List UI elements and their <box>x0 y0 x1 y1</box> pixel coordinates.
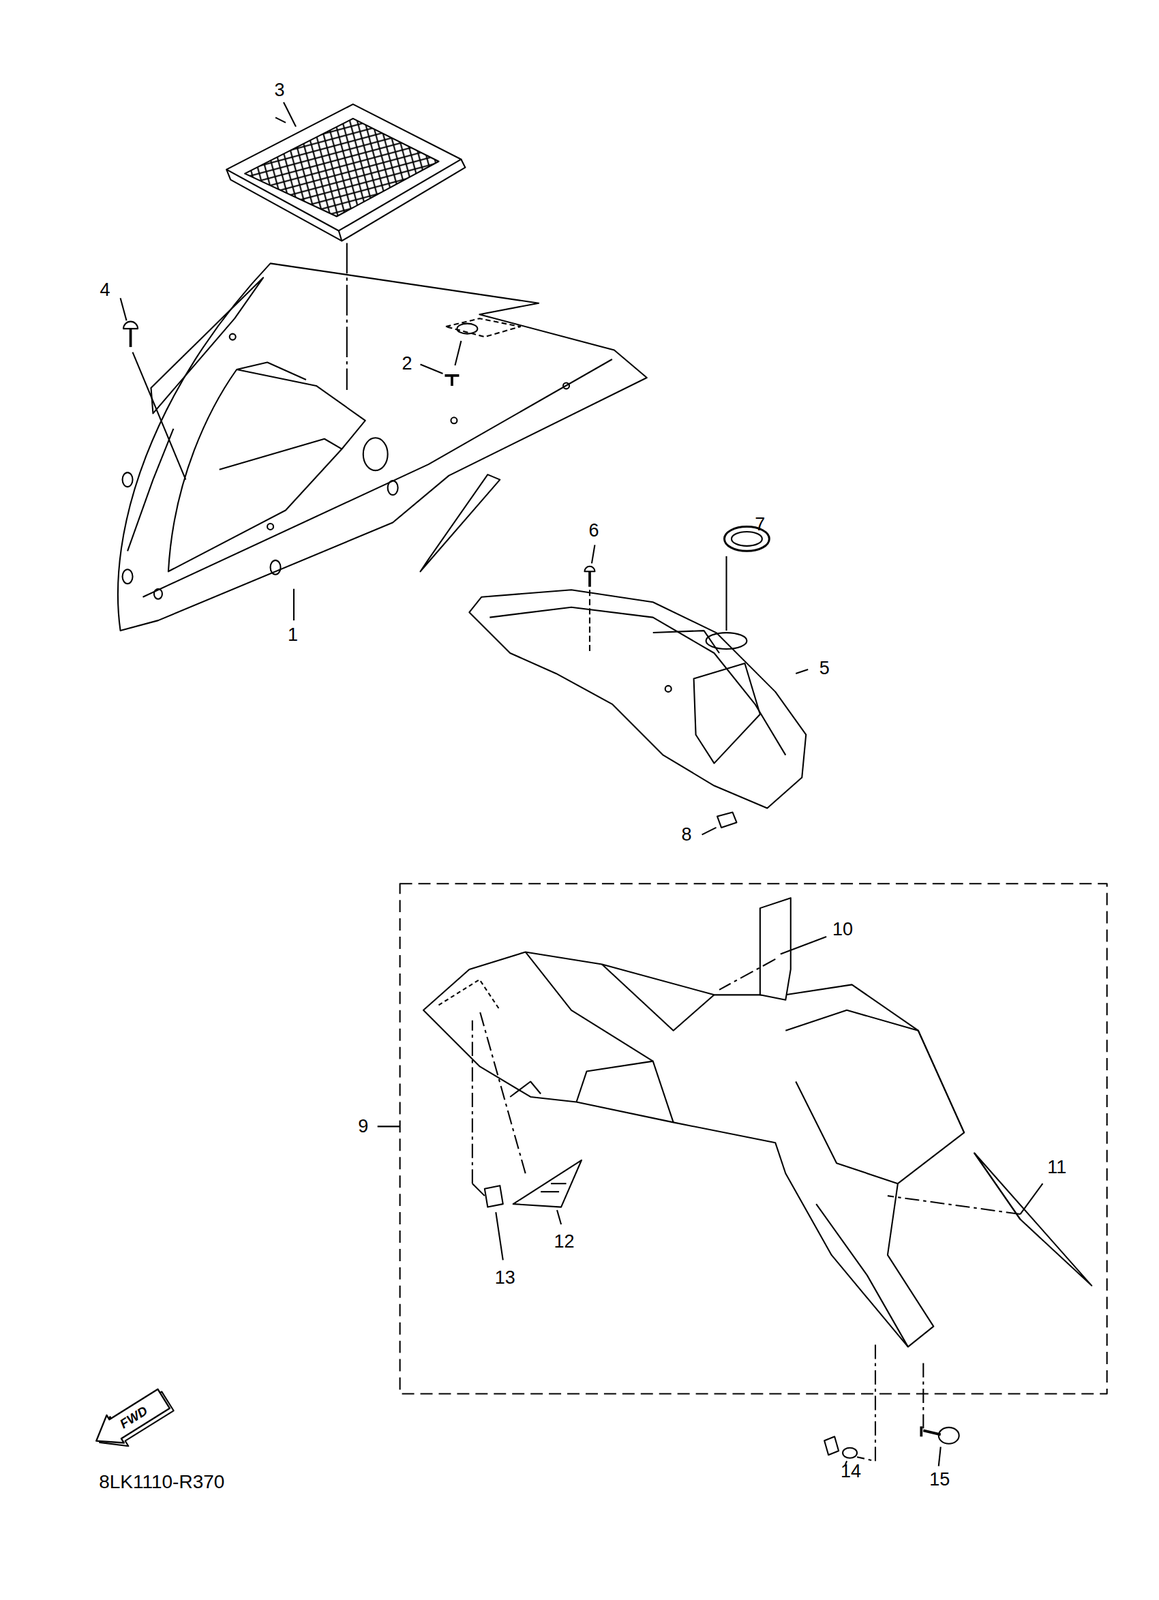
callout-number: 13 <box>494 1268 516 1287</box>
callout-number: 4 <box>100 280 111 300</box>
callout-number: 10 <box>832 920 853 939</box>
callout-number: 9 <box>357 1117 369 1136</box>
fasteners <box>824 1345 960 1467</box>
grille <box>226 102 465 242</box>
callout-number: 6 <box>588 521 599 540</box>
callout-number: 15 <box>929 1469 950 1489</box>
callout-number: 12 <box>554 1232 575 1252</box>
callout-number: 11 <box>1047 1157 1067 1177</box>
callout-number: 8 <box>681 825 692 845</box>
side-cover <box>423 897 1092 1347</box>
callout-number: 5 <box>819 659 830 678</box>
callout-number: 3 <box>274 80 285 99</box>
fwd-arrow <box>87 1383 178 1459</box>
callout-number: 7 <box>754 515 765 534</box>
front-cowl <box>117 242 647 631</box>
inner-panel <box>469 526 808 835</box>
callout-number: 1 <box>287 625 298 644</box>
diagram-code: 8LK1110-R370 <box>98 1472 225 1492</box>
callout-number: 2 <box>402 353 413 373</box>
callout-number: 14 <box>840 1461 862 1481</box>
